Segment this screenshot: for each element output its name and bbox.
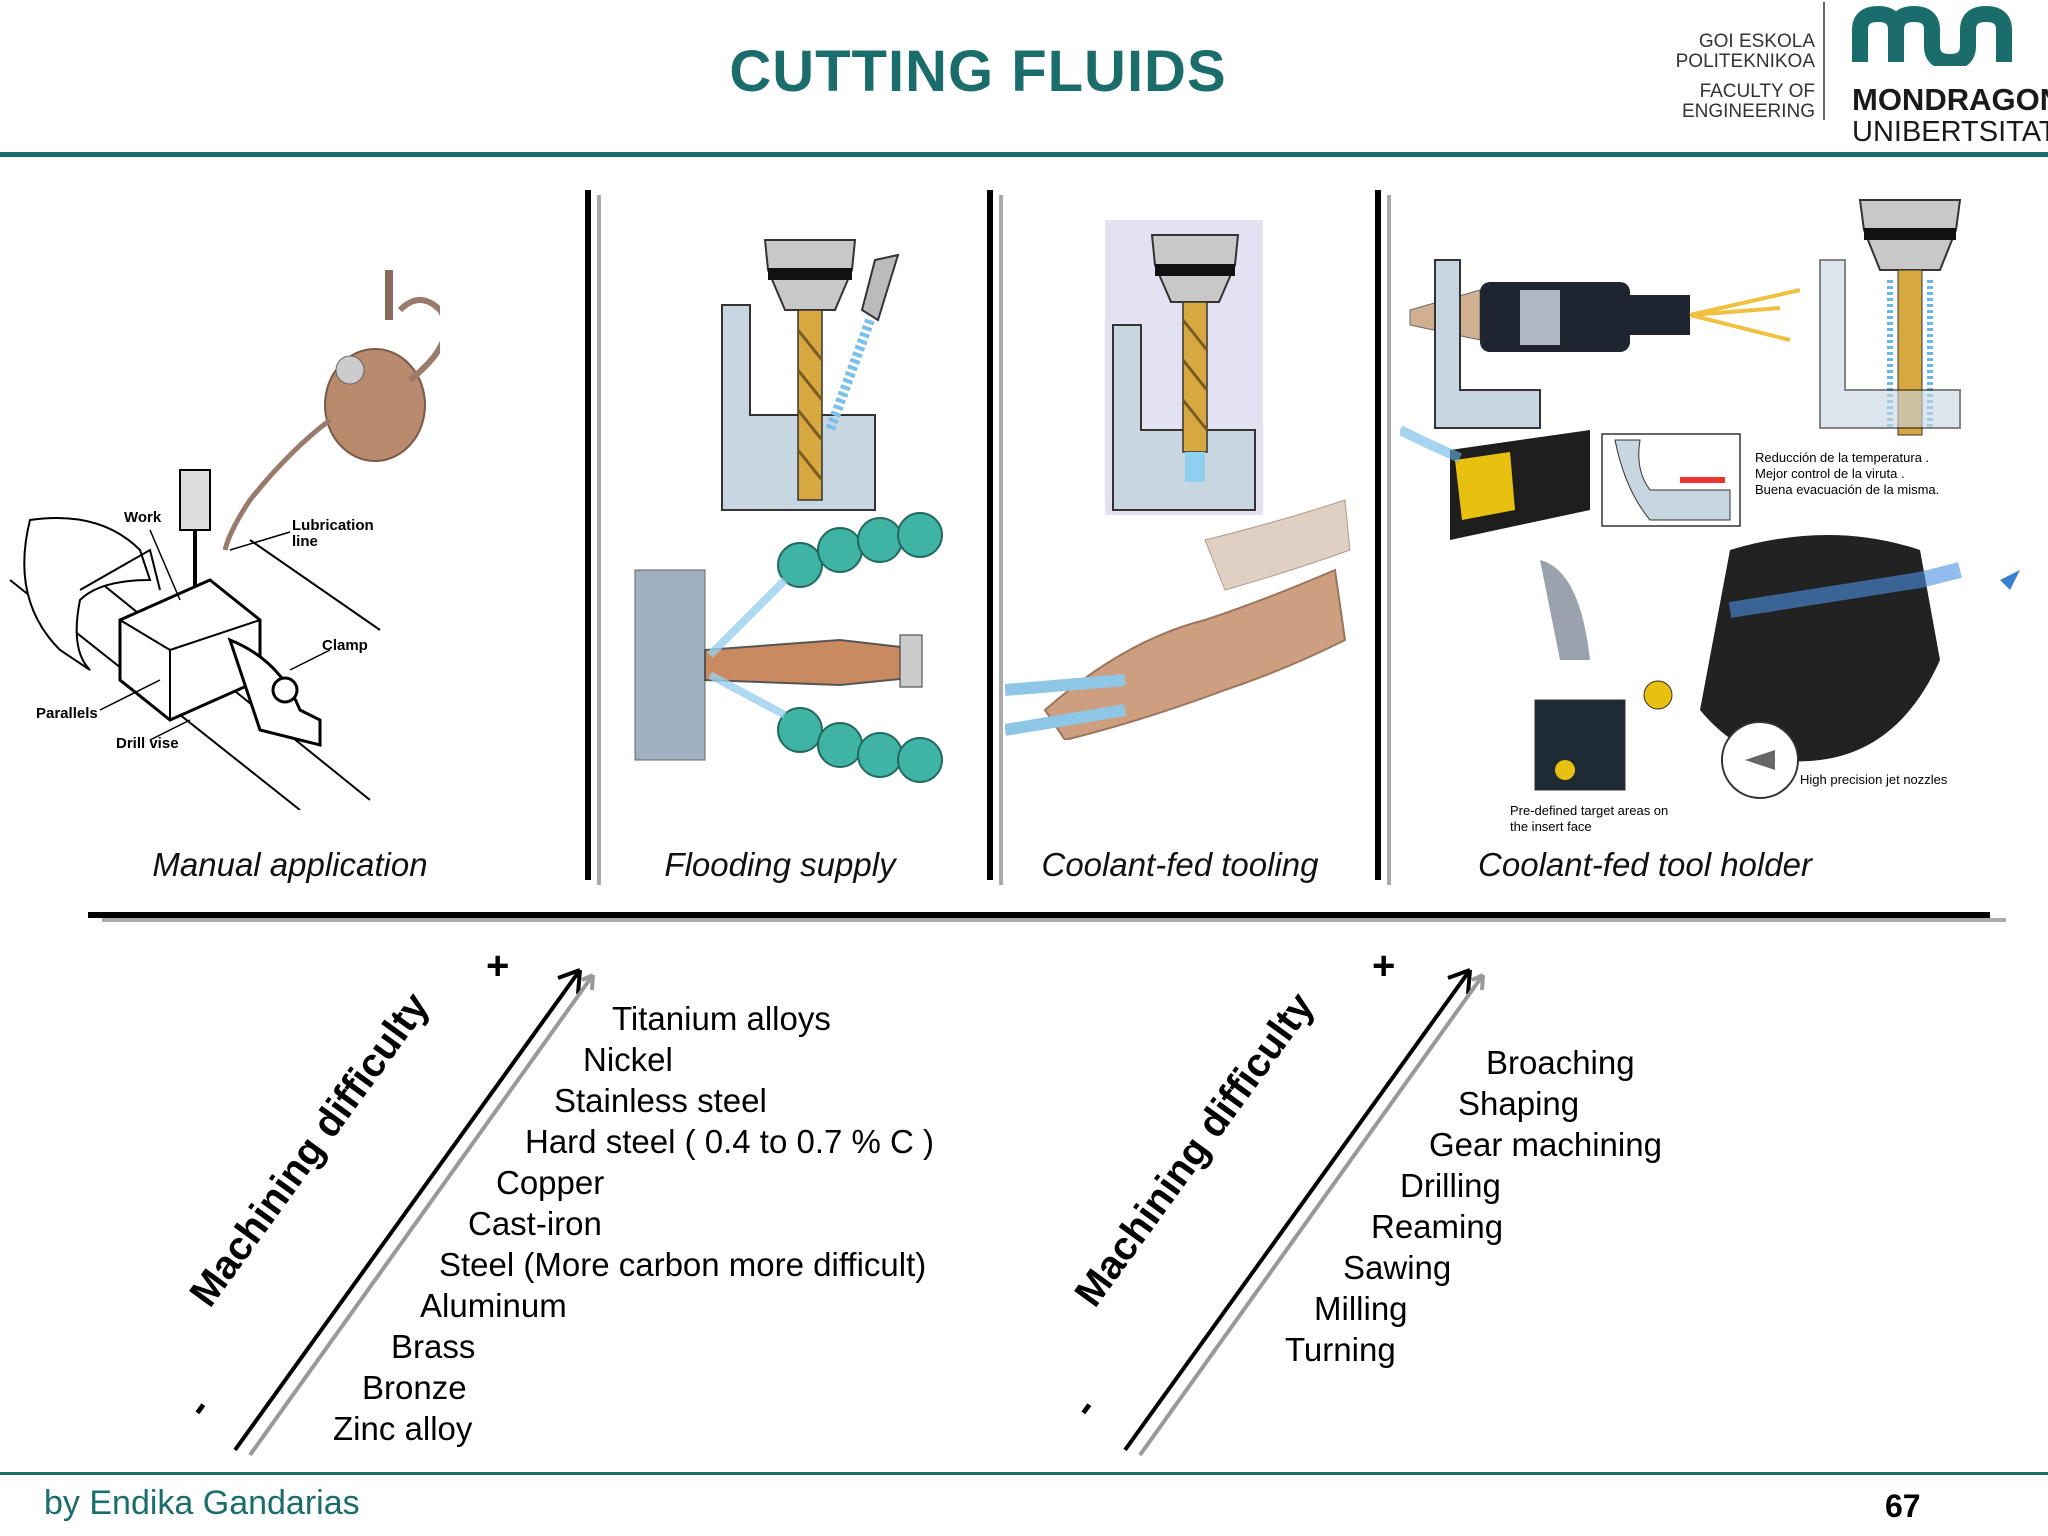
logo-text-line: ENGINEERING bbox=[1681, 101, 1815, 122]
page-title: CUTTING FLUIDS bbox=[729, 39, 1227, 104]
right-plus-sign: + bbox=[1372, 944, 1396, 988]
list-item: Bronze bbox=[362, 1369, 467, 1406]
list-item: Sawing bbox=[1343, 1249, 1452, 1286]
manual-application-illustration: Work Lubrication line Clamp Parallels Dr… bbox=[9, 270, 440, 810]
section-divider bbox=[88, 912, 1990, 918]
list-item: Copper bbox=[496, 1164, 605, 1201]
caption-coolant-fed-tooling: Coolant-fed tooling bbox=[1041, 846, 1319, 883]
caption-manual-application: Manual application bbox=[152, 846, 428, 883]
list-item: Reaming bbox=[1371, 1208, 1504, 1245]
coolant-fed-tooling-illustration bbox=[1005, 220, 1351, 740]
section-divider-shadow bbox=[102, 918, 2006, 922]
label-clamp: Clamp bbox=[322, 637, 368, 654]
list-item: Nickel bbox=[583, 1041, 673, 1078]
list-item: Broaching bbox=[1486, 1044, 1635, 1081]
coolant-fed-tool-holder-illustration: Reducción de la temperatura . Mejor cont… bbox=[1400, 199, 2020, 834]
nozzle-label: High precision jet nozzles bbox=[1800, 772, 1948, 787]
list-item: Cast-iron bbox=[468, 1205, 602, 1242]
list-item: Brass bbox=[391, 1328, 476, 1365]
logo-name-sub: UNIBERTSITATEA bbox=[1852, 116, 2048, 148]
label-work: Work bbox=[124, 509, 162, 526]
list-item: Drilling bbox=[1400, 1167, 1501, 1204]
list-item: Aluminum bbox=[420, 1287, 567, 1324]
bullet-evacuation: Buena evacuación de la misma. bbox=[1755, 482, 1939, 497]
logo-text-line: FACULTY OF bbox=[1699, 81, 1815, 102]
label-parallels: Parallels bbox=[36, 705, 98, 722]
page-number: 67 bbox=[1885, 1488, 1921, 1524]
caption-flooding-supply: Flooding supply bbox=[664, 846, 896, 883]
list-item: Steel (More carbon more difficult) bbox=[439, 1246, 927, 1283]
target-areas-label-2: the insert face bbox=[1510, 819, 1592, 834]
list-item: Hard steel ( 0.4 to 0.7 % C ) bbox=[525, 1123, 935, 1160]
target-areas-label: Pre-defined target areas on bbox=[1510, 803, 1668, 818]
logo-text-line: GOI ESKOLA bbox=[1698, 31, 1815, 52]
left-plus-sign: + bbox=[486, 944, 510, 988]
bullet-temperature: Reducción de la temperatura . bbox=[1755, 450, 1929, 465]
list-item: Zinc alloy bbox=[333, 1410, 473, 1447]
bullet-chip-control: Mejor control de la viruta . bbox=[1755, 466, 1905, 481]
logo-divider bbox=[1823, 2, 1825, 120]
label-line: line bbox=[292, 533, 318, 550]
label-drill-vise: Drill vise bbox=[116, 735, 179, 752]
material-difficulty-arrow bbox=[233, 968, 595, 1457]
footer-rule bbox=[0, 1472, 2048, 1475]
header-rule bbox=[0, 152, 2048, 157]
list-item: Titanium alloys bbox=[612, 1000, 831, 1037]
list-item: Shaping bbox=[1458, 1085, 1580, 1122]
caption-coolant-fed-tool-holder: Coolant-fed tool holder bbox=[1478, 846, 1812, 883]
mu-logo-icon bbox=[1852, 6, 2012, 66]
process-difficulty-arrow bbox=[1123, 968, 1485, 1457]
list-item: Milling bbox=[1314, 1290, 1408, 1327]
list-item: Gear machining bbox=[1429, 1126, 1662, 1163]
logo-name: MONDRAGON bbox=[1852, 82, 2048, 117]
label-lubrication: Lubrication bbox=[292, 517, 374, 534]
footer-author: by Endika Gandarias bbox=[44, 1484, 360, 1522]
flooding-supply-illustration bbox=[634, 239, 943, 783]
university-logo: GOI ESKOLA POLITEKNIKOA FACULTY OF ENGIN… bbox=[1660, 2, 2048, 148]
logo-text-line: POLITEKNIKOA bbox=[1675, 51, 1815, 72]
list-item: Turning bbox=[1285, 1331, 1396, 1368]
list-item: Stainless steel bbox=[554, 1082, 767, 1119]
